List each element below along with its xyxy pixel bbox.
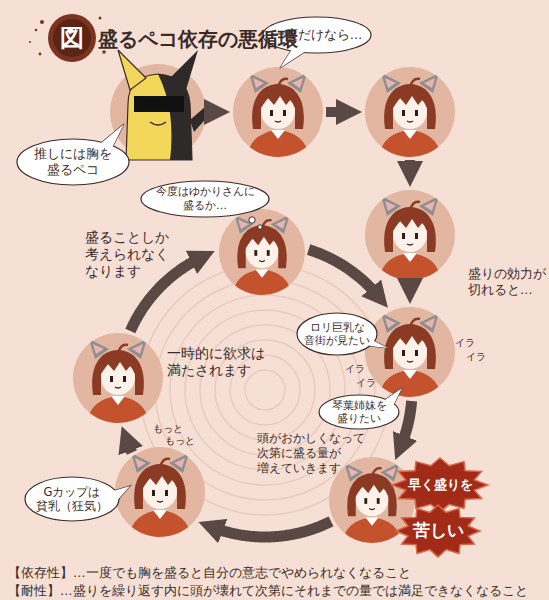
circle-outline — [233, 67, 323, 157]
flow-arrow — [405, 160, 415, 171]
circle-outline — [73, 333, 163, 423]
stage-circle — [365, 67, 455, 157]
flow-arrow — [405, 283, 415, 288]
bubble-text: ロリ巨乳な 音街が見たい — [303, 321, 371, 347]
caption-text: 盛りの効力が 切れると… — [468, 266, 548, 297]
flow-arrow — [326, 107, 346, 117]
stage-circle: 盛ることしか 考えられなく なります — [219, 209, 305, 295]
speech-bubble: Gカップは 貧乳（狂気） — [24, 476, 120, 522]
stage-circle — [110, 64, 206, 160]
circle-outline — [219, 209, 305, 295]
sound-effect: イラ — [455, 337, 475, 350]
burst-callout: 苦しい — [396, 505, 480, 557]
circle-outline — [365, 190, 455, 280]
bubble-text: Gカップは 貧乳（狂気） — [35, 485, 109, 514]
caption-text: 盛ることしか 考えられなく なります — [85, 229, 171, 280]
speech-bubble: 推しには胸を 盛るペコ — [16, 138, 130, 186]
sound-effect: もっと — [165, 435, 195, 448]
cycle-arrow — [309, 250, 378, 296]
bubble-text: 推しには胸を 盛るペコ — [31, 146, 115, 177]
burst-callout: 早く盛りを — [392, 458, 488, 512]
bubble-text: 琴葉姉妹を 盛りたい — [329, 399, 389, 425]
burst-text: 苦しい — [406, 520, 470, 541]
caption-text: 頭がおかしくなって 次第に盛る量が 増えていきます — [257, 431, 369, 476]
stage-circle: 盛りの効力が 切れると… — [365, 190, 455, 280]
thought-bubble: 今度はゆかりさんに 盛るか… — [140, 180, 270, 218]
diagram-title: 盛るペコ依存の悪循環 — [98, 26, 298, 53]
circle-outline — [115, 447, 205, 537]
sound-effect: イラ — [466, 351, 486, 364]
speech-bubble: 琴葉姉妹を 盛りたい — [318, 394, 400, 430]
cycle-arrow — [213, 521, 331, 537]
badge-text: 図 — [52, 23, 92, 53]
cycle-arrow — [401, 401, 412, 446]
circle-outline — [110, 64, 206, 160]
footnote-text: 【耐性】…盛りを繰り返す内に頭が壊れて次第にそれまでの量では満足できなくなること — [8, 583, 528, 600]
circle-outline — [365, 67, 455, 157]
sound-effect: イラ — [345, 363, 365, 376]
flow-arrow — [209, 107, 214, 117]
bubble-text: 今度はゆかりさんに 盛るか… — [153, 185, 257, 213]
burst-text: 早く盛りを — [400, 477, 480, 493]
stage-circle — [233, 67, 323, 157]
figure-badge: 図 — [48, 14, 96, 62]
sound-effect: イラ — [356, 377, 376, 390]
circle-outline — [365, 307, 455, 397]
stage-circle: もっともっと — [115, 447, 205, 537]
speech-bubble: ロリ巨乳な 音街が見たい — [296, 312, 378, 356]
caption-text: 一時的に欲求は 満たされます — [167, 345, 267, 379]
cycle-arrow — [127, 441, 132, 453]
stage-circle: イライライライラ — [365, 307, 455, 397]
sound-effect: もっと — [153, 423, 183, 436]
footnote-text: 【依存性】…一度でも胸を盛ると自分の意志でやめられなくなること — [8, 565, 411, 582]
stage-circle: 一時的に欲求は 満たされます — [73, 333, 163, 423]
